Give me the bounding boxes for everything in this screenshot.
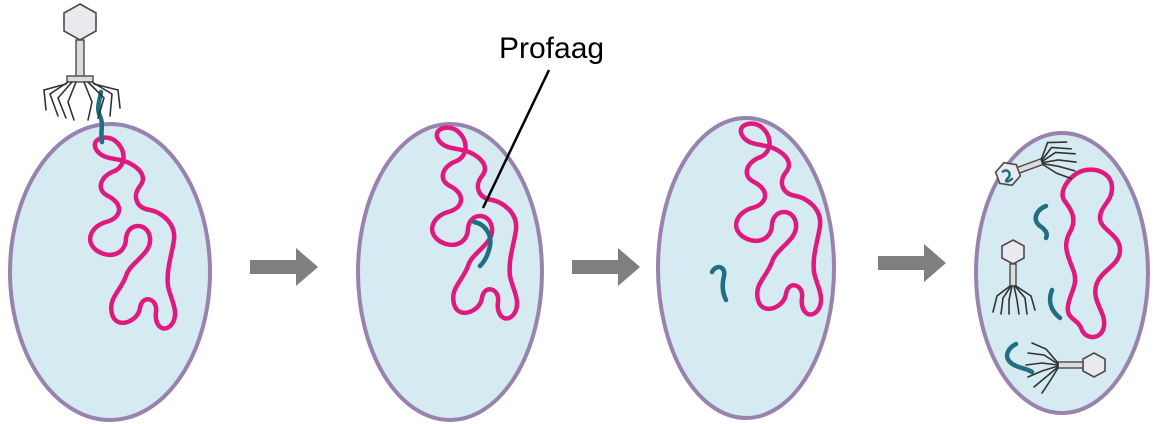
next-step-arrow-icon <box>572 248 640 286</box>
phage-tail-fibers-icon <box>44 82 120 120</box>
phage-tail-icon <box>76 40 84 78</box>
cell-stage-3 <box>658 118 834 418</box>
phage-tail-icon <box>1010 264 1016 286</box>
bacterial-cell <box>658 118 834 418</box>
prophage-label: Profaag <box>499 32 604 65</box>
next-step-arrow-icon <box>878 244 946 282</box>
cell-stage-4 <box>976 133 1148 413</box>
phage-tail-icon <box>1058 362 1083 368</box>
bacterial-cell <box>10 124 210 420</box>
bacterial-cell <box>358 124 542 420</box>
phage-capsid-icon <box>1002 240 1024 264</box>
cell-stage-1 <box>10 4 210 420</box>
phage-capsid-icon <box>64 4 96 40</box>
phage-capsid-icon <box>1083 353 1105 377</box>
bacteriophage-attaching <box>44 4 120 120</box>
cell-stage-2 <box>358 124 542 420</box>
next-step-arrow-icon <box>250 248 318 286</box>
